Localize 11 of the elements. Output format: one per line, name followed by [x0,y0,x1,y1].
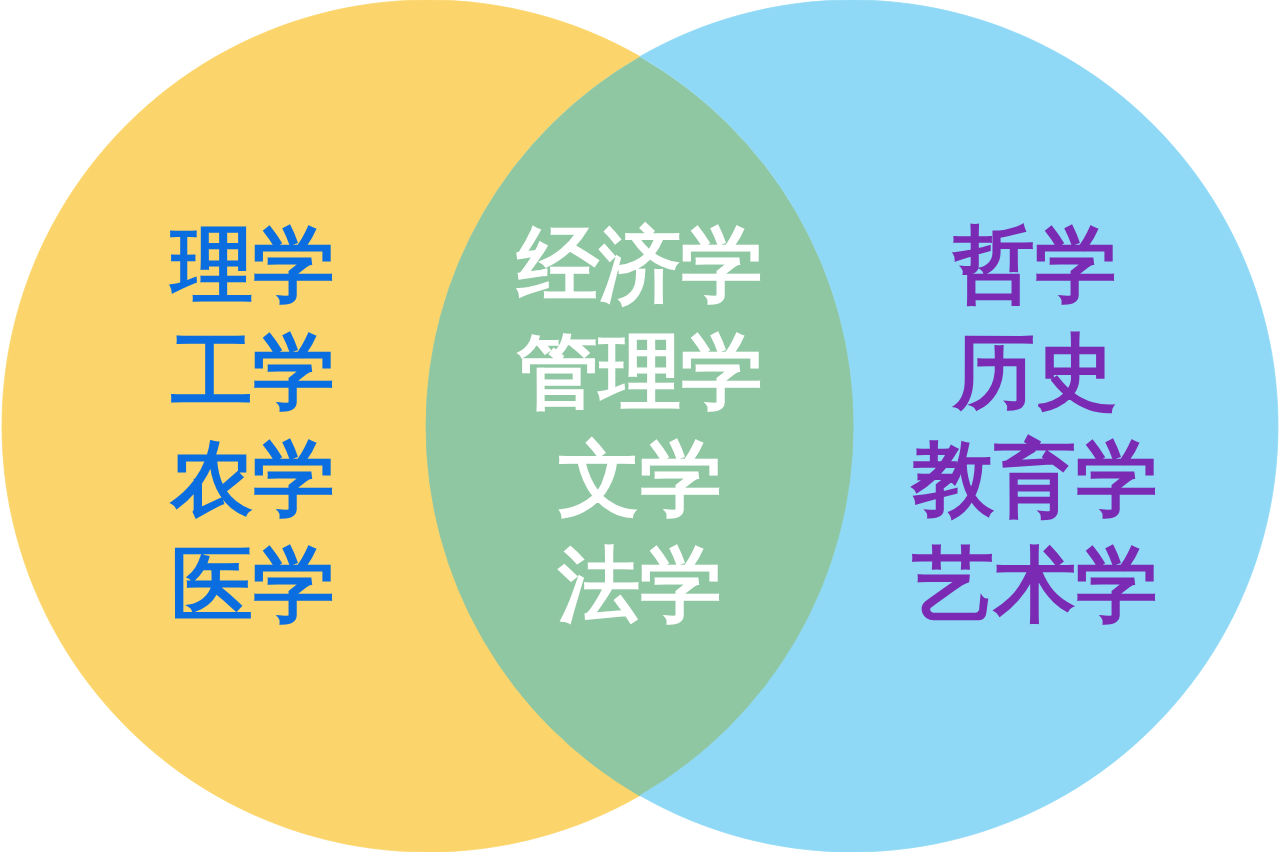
discipline-label: 文学 [558,438,722,520]
discipline-label: 历史 [953,331,1117,413]
discipline-label: 管理学 [517,331,763,413]
discipline-label: 理学 [171,224,335,306]
discipline-label: 法学 [558,544,722,626]
discipline-label: 农学 [171,438,335,520]
discipline-label: 医学 [171,544,335,626]
discipline-label: 经济学 [517,224,763,306]
discipline-label: 艺术学 [912,544,1158,626]
discipline-label: 哲学 [953,224,1117,306]
discipline-label: 工学 [171,331,335,413]
